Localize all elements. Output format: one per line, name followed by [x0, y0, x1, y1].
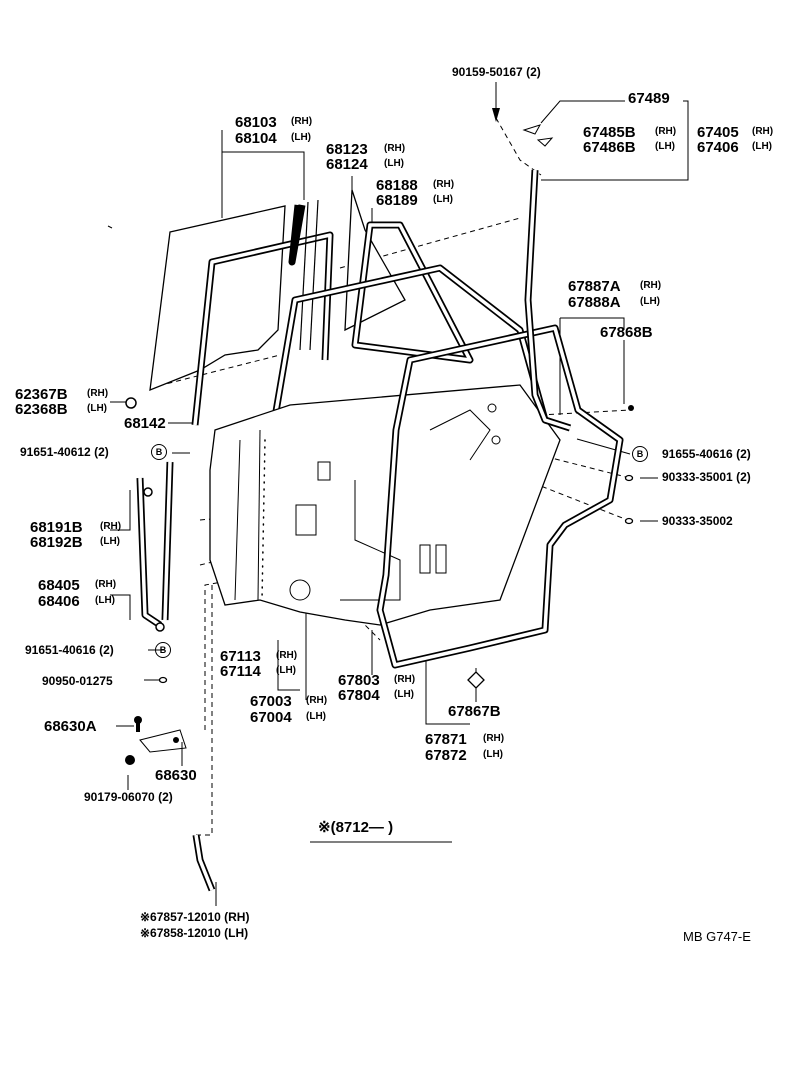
label-91651-40612: 91651-40612 (2)	[20, 445, 109, 459]
door-check-parts	[125, 716, 187, 765]
label-67858-12010: ※67858-12010 (LH)	[140, 926, 249, 940]
label-67868b: 67868B	[600, 324, 653, 341]
label-68123: 68123	[326, 141, 368, 158]
label-67887a-side: (RH)	[640, 280, 662, 291]
label-68123-side: (RH)	[384, 143, 406, 154]
label-62368b: 62368B	[15, 401, 68, 418]
label-67888a-side: (LH)	[640, 296, 660, 307]
label-68142: 68142	[124, 415, 166, 432]
figure-code: MB G747-E	[683, 929, 751, 944]
marker-b-2: B	[632, 446, 648, 462]
label-68192b-side: (LH)	[100, 536, 120, 547]
label-67871-side: (RH)	[483, 733, 505, 744]
label-68188: 68188	[376, 177, 418, 194]
label-68104: 68104	[235, 130, 277, 147]
label-67114: 67114	[220, 663, 261, 680]
label-67887a: 67887A	[568, 278, 621, 295]
label-91655-40616: 91655-40616 (2)	[662, 447, 751, 461]
label-68191b-side: (RH)	[100, 521, 122, 532]
label-90159-50167: 90159-50167 (2)	[452, 65, 541, 79]
label-67406-side: (LH)	[752, 141, 772, 152]
label-68103-side: (RH)	[291, 116, 313, 127]
label-62368b-side: (LH)	[87, 403, 107, 414]
label-67485b-side: (RH)	[655, 126, 677, 137]
label-68103: 68103	[235, 114, 277, 131]
label-68630: 68630	[155, 767, 197, 784]
door-glass	[149, 205, 286, 392]
label-62367b: 62367B	[15, 386, 68, 403]
label-67004: 67004	[250, 709, 292, 726]
label-62367b-side: (RH)	[87, 388, 109, 399]
label-67486b: 67486B	[583, 139, 636, 156]
label-68406-side: (LH)	[95, 595, 115, 606]
label-67871: 67871	[425, 731, 467, 748]
quarter-glass	[344, 189, 406, 332]
label-67872: 67872	[425, 747, 467, 764]
marker-b-1: B	[151, 444, 167, 460]
label-67804: 67804	[338, 687, 380, 704]
label-90333-35002: 90333-35002	[662, 514, 733, 528]
label-67405-side: (RH)	[752, 126, 774, 137]
clip-fasteners	[125, 108, 634, 411]
label-68124-side: (LH)	[384, 158, 404, 169]
label-68405-side: (RH)	[95, 579, 117, 590]
label-90333-35001: 90333-35001 (2)	[662, 470, 751, 484]
label-67114-side: (LH)	[276, 665, 296, 676]
label-68189-side: (LH)	[433, 194, 453, 205]
label-68124: 68124	[326, 156, 368, 173]
label-68406: 68406	[38, 593, 80, 610]
label-68630a: 68630A	[44, 718, 97, 735]
label-67486b-side: (LH)	[655, 141, 675, 152]
label-90179-06070: 90179-06070 (2)	[84, 790, 173, 804]
label-91651-40616: 91651-40616 (2)	[25, 643, 114, 657]
label-67485b: 67485B	[583, 124, 636, 141]
label-67003: 67003	[250, 693, 292, 710]
label-67804-side: (LH)	[394, 689, 414, 700]
label-68191b: 68191B	[30, 519, 83, 536]
label-67113: 67113	[220, 648, 261, 665]
door-outer-panel	[209, 384, 561, 626]
label-68188-side: (RH)	[433, 179, 455, 190]
label-67003-side: (RH)	[306, 695, 328, 706]
label-67867b: 67867B	[448, 703, 501, 720]
label-67872-side: (LH)	[483, 749, 503, 760]
label-67803: 67803	[338, 672, 380, 689]
label-67004-side: (LH)	[306, 711, 326, 722]
label-68104-side: (LH)	[291, 132, 311, 143]
label-68189: 68189	[376, 192, 418, 209]
label-67489: 67489	[628, 90, 670, 107]
label-67803-side: (RH)	[394, 674, 416, 685]
marker-b-3: B	[155, 642, 171, 658]
label-67406: 67406	[697, 139, 739, 156]
label-67405: 67405	[697, 124, 739, 141]
label-67113-side: (RH)	[276, 650, 298, 661]
label-67888a: 67888A	[568, 294, 621, 311]
label-67857-12010: ※67857-12010 (RH)	[140, 910, 250, 924]
division-bar	[288, 204, 306, 266]
label-90950-01275: 90950-01275	[42, 674, 113, 688]
label-68405: 68405	[38, 577, 80, 594]
label-68192b: 68192B	[30, 534, 83, 551]
footnote-date-range: ※(8712— )	[318, 819, 394, 836]
